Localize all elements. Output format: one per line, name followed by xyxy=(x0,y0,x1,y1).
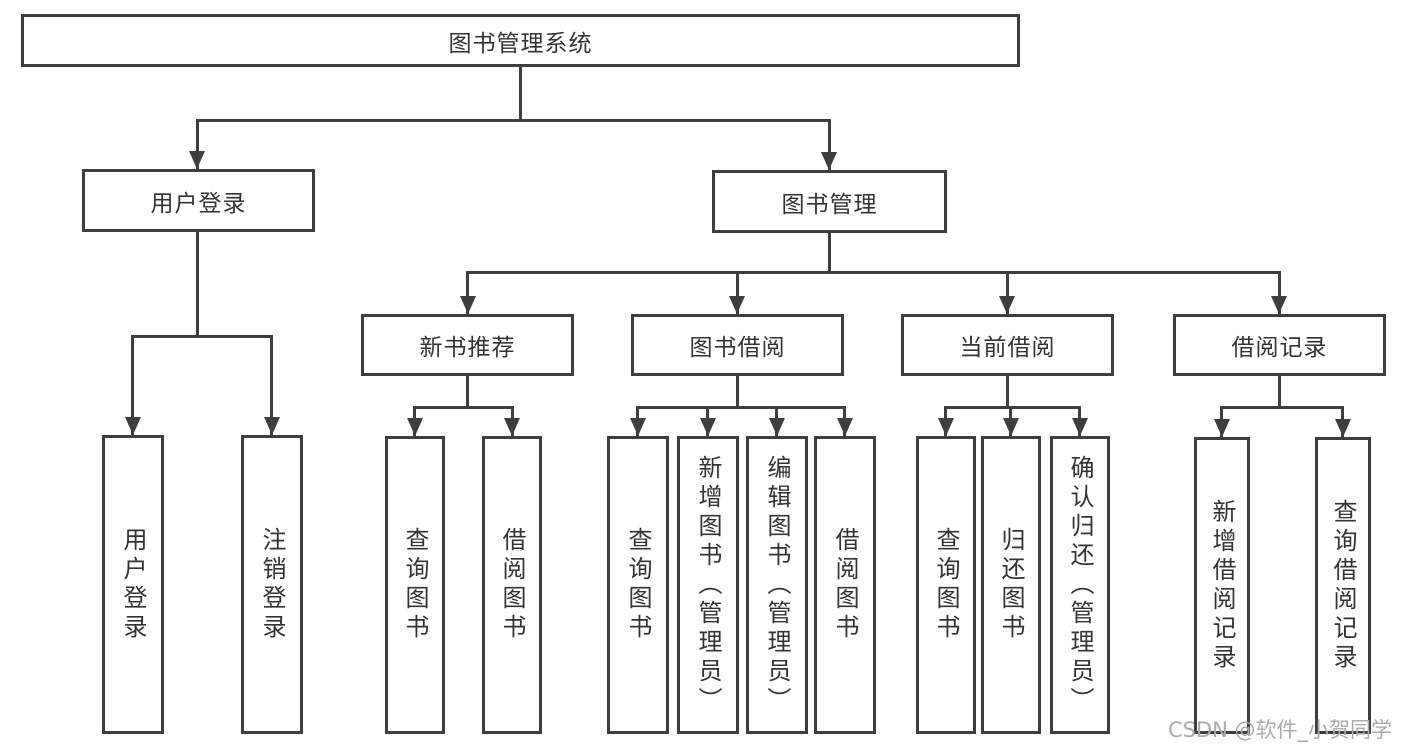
connector-line xyxy=(270,335,273,435)
arrow-down xyxy=(837,418,853,436)
connector-line xyxy=(131,335,134,435)
connector-line xyxy=(196,119,199,169)
leaf-add-borrow-record-label: 新增借阅记录 xyxy=(1208,498,1236,673)
arrow-down xyxy=(189,151,205,169)
leaf-borrowing-query-books-label: 查询图书 xyxy=(624,527,652,643)
connector-line xyxy=(1006,271,1009,314)
connector-line xyxy=(1220,406,1344,409)
arrow-down xyxy=(125,417,141,435)
leaf-edit-books-admin-label: 编辑图书（管理员） xyxy=(763,454,791,716)
leaf-recommend-query-books: 查询图书 xyxy=(385,436,445,734)
leaf-recommend-query-books-label: 查询图书 xyxy=(401,527,429,643)
connector-line xyxy=(828,233,831,271)
connector-line xyxy=(131,335,273,338)
leaf-recommend-borrow-books-label: 借阅图书 xyxy=(498,527,526,643)
node-user-login: 用户登录 xyxy=(82,169,315,232)
node-borrowing-records-label: 借阅记录 xyxy=(1231,335,1328,361)
connector-line xyxy=(828,119,831,170)
leaf-confirm-return-admin: 确认归还（管理员） xyxy=(1050,436,1110,734)
connector-line xyxy=(196,232,199,335)
connector-line xyxy=(736,376,739,406)
arrow-down xyxy=(769,418,785,436)
node-current-borrowing: 当前借阅 xyxy=(901,314,1114,376)
connector-line xyxy=(519,66,522,120)
node-book-management: 图书管理 xyxy=(712,170,947,233)
leaf-return-books: 归还图书 xyxy=(981,436,1041,734)
arrow-down xyxy=(1072,418,1088,436)
arrow-down xyxy=(1003,418,1019,436)
node-book-borrowing: 图书借阅 xyxy=(631,314,844,376)
leaf-add-borrow-record: 新增借阅记录 xyxy=(1194,437,1250,734)
leaf-edit-books-admin: 编辑图书（管理员） xyxy=(746,436,808,734)
connector-line xyxy=(466,271,469,314)
node-new-book-recommend-label: 新书推荐 xyxy=(419,335,516,361)
leaf-logout: 注销登录 xyxy=(241,435,303,734)
leaf-logout-label: 注销登录 xyxy=(258,526,286,643)
leaf-user-login: 用户登录 xyxy=(102,435,164,734)
arrow-down xyxy=(460,296,476,314)
node-new-book-recommend: 新书推荐 xyxy=(361,314,574,376)
arrow-down xyxy=(700,418,716,436)
arrow-down xyxy=(407,418,423,436)
connector-line xyxy=(466,271,1281,274)
arrow-down xyxy=(1335,419,1351,437)
leaf-borrowing-borrow-books: 借阅图书 xyxy=(814,436,876,734)
node-user-login-label: 用户登录 xyxy=(150,190,247,217)
arrow-down xyxy=(264,417,280,435)
leaf-current-query-books: 查询图书 xyxy=(916,436,976,734)
leaf-borrowing-query-books: 查询图书 xyxy=(607,436,669,734)
connector-line xyxy=(736,271,739,314)
leaf-add-books-admin: 新增图书（管理员） xyxy=(677,436,739,734)
arrow-down xyxy=(729,296,745,314)
node-book-management-label: 图书管理 xyxy=(781,191,878,218)
connector-line xyxy=(413,406,514,409)
arrow-down xyxy=(999,296,1015,314)
connector-line xyxy=(636,406,846,409)
node-root: 图书管理系统 xyxy=(21,14,1020,67)
node-root-label: 图书管理系统 xyxy=(448,30,593,57)
leaf-query-borrow-record: 查询借阅记录 xyxy=(1315,437,1371,734)
connector-line xyxy=(944,406,1081,409)
node-book-borrowing-label: 图书借阅 xyxy=(689,335,786,361)
connector-line xyxy=(196,119,831,122)
leaf-confirm-return-admin-label: 确认归还（管理员） xyxy=(1066,454,1094,716)
leaf-borrowing-borrow-books-label: 借阅图书 xyxy=(831,527,859,643)
node-borrowing-records: 借阅记录 xyxy=(1173,314,1386,376)
arrow-down xyxy=(938,418,954,436)
connector-line xyxy=(466,376,469,406)
leaf-recommend-borrow-books: 借阅图书 xyxy=(482,436,542,734)
connector-line xyxy=(1278,271,1281,314)
leaf-return-books-label: 归还图书 xyxy=(997,527,1025,643)
leaf-add-books-admin-label: 新增图书（管理员） xyxy=(694,454,722,716)
leaf-user-login-label: 用户登录 xyxy=(119,526,147,643)
connector-line xyxy=(1006,376,1009,406)
arrow-down xyxy=(1214,419,1230,437)
leaf-current-query-books-label: 查询图书 xyxy=(932,527,960,643)
arrow-down xyxy=(630,418,646,436)
arrow-down xyxy=(821,152,837,170)
connector-line xyxy=(1278,376,1281,406)
node-current-borrowing-label: 当前借阅 xyxy=(959,335,1056,361)
arrow-down xyxy=(504,418,520,436)
watermark: CSDN @软件_小贺同学 xyxy=(1168,718,1393,742)
leaf-query-borrow-record-label: 查询借阅记录 xyxy=(1329,498,1357,673)
arrow-down xyxy=(1271,296,1287,314)
